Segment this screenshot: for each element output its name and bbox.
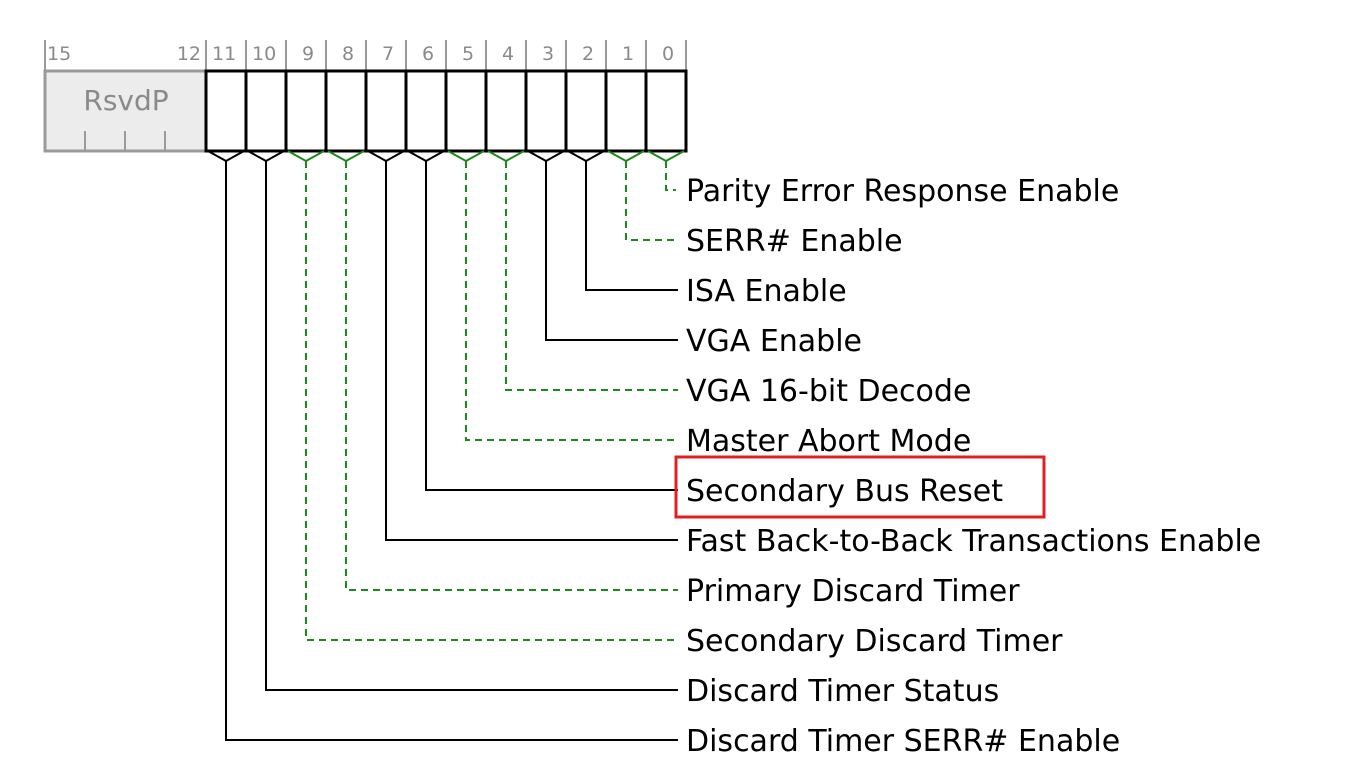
- bit-cell: [204, 69, 248, 153]
- field-label: SERR# Enable: [686, 224, 903, 259]
- field-label: Discard Timer SERR# Enable: [686, 724, 1120, 759]
- bit-cell: [284, 69, 328, 153]
- field-label: Secondary Discard Timer: [686, 624, 1063, 659]
- connector-line: [465, 161, 678, 441]
- bit-cell: [524, 69, 568, 153]
- field-label: Parity Error Response Enable: [686, 174, 1119, 209]
- reserved-field-box: RsvdP: [43, 69, 208, 153]
- connector-line: [345, 161, 678, 591]
- connector-line: [585, 161, 678, 291]
- connector-line: [545, 161, 678, 341]
- bit-cell: [404, 69, 448, 153]
- bit-number: 7: [382, 43, 394, 65]
- field-connectors: [207, 150, 685, 741]
- connector-line: [385, 161, 678, 541]
- bit-cell: [564, 69, 608, 153]
- bit-cell: [244, 69, 288, 153]
- field-label: Primary Discard Timer: [686, 574, 1020, 609]
- bit-cell: [644, 69, 688, 153]
- connector-line: [505, 161, 678, 391]
- bit-number: 2: [582, 43, 594, 65]
- bit-cell: [484, 69, 528, 153]
- field-label: VGA Enable: [686, 324, 862, 359]
- bit-number: 1: [622, 43, 634, 65]
- bit-number: 4: [502, 43, 514, 65]
- bit-number: 10: [252, 43, 276, 65]
- bit-number: 6: [422, 43, 434, 65]
- connector-line: [665, 161, 676, 191]
- bit-cells: [204, 69, 688, 153]
- bit-number: 5: [462, 43, 474, 65]
- connector-line: [225, 161, 678, 741]
- bit-number: 9: [302, 43, 314, 65]
- bit-number: 12: [177, 43, 201, 65]
- field-label: Discard Timer Status: [686, 674, 999, 709]
- bit-number: 8: [342, 43, 354, 65]
- bit-cell: [444, 69, 488, 153]
- bit-number: 11: [212, 43, 236, 65]
- highlight-box: [674, 455, 1046, 519]
- bit-number: 15: [47, 43, 71, 65]
- field-label: VGA 16-bit Decode: [686, 374, 971, 409]
- bit-number: 3: [542, 43, 554, 65]
- field-label: Secondary Bus Reset: [686, 474, 1003, 509]
- field-label: ISA Enable: [686, 274, 847, 309]
- field-label: Fast Back-to-Back Transactions Enable: [686, 524, 1261, 559]
- field-label: Master Abort Mode: [686, 424, 971, 459]
- connector-line: [425, 161, 678, 491]
- reserved-label: RsvdP: [83, 84, 168, 117]
- bit-cell: [364, 69, 408, 153]
- bit-cell: [604, 69, 648, 153]
- bit-number: 0: [662, 43, 674, 65]
- connector-line: [265, 161, 678, 691]
- bit-cell: [324, 69, 368, 153]
- connector-line: [305, 161, 678, 641]
- connector-line: [625, 161, 678, 241]
